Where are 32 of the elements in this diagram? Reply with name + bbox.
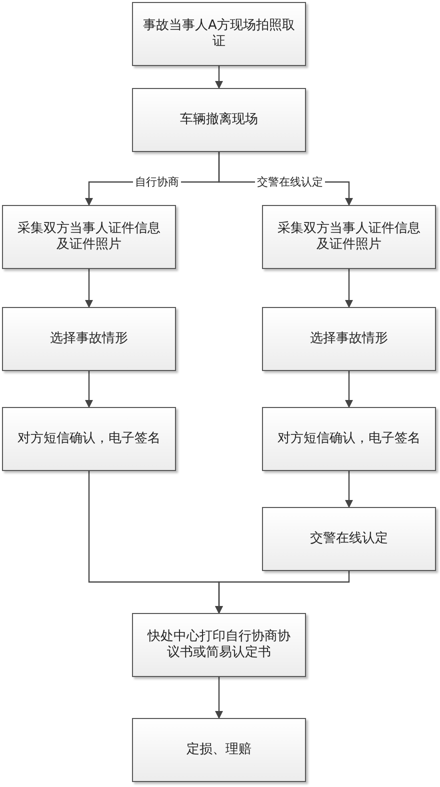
step-text: 快处中心打印自行协商协议书或简易认定书 xyxy=(146,629,292,661)
step-text: 选择事故情形 xyxy=(310,331,388,347)
process-box xyxy=(132,88,306,152)
step-text: 交警在线认定 xyxy=(310,531,388,547)
step-text: 采集双方当事人证件信息及证件照片 xyxy=(16,221,162,253)
edge-label: 交警在线认定 xyxy=(255,176,325,188)
process-box xyxy=(132,2,306,66)
process-box xyxy=(262,205,436,269)
process-box xyxy=(262,507,436,571)
process-box xyxy=(2,307,176,371)
process-box xyxy=(262,307,436,371)
arrow xyxy=(345,371,353,408)
process-box xyxy=(132,718,306,782)
process-box xyxy=(132,613,306,677)
step-text: 事故当事人A方现场拍照取证 xyxy=(143,18,295,50)
arrow xyxy=(345,269,353,308)
step-text: 对方短信确认，电子签名 xyxy=(278,431,420,447)
step-text: 车辆撤离现场 xyxy=(180,112,258,128)
arrow xyxy=(215,677,223,719)
step-text: 选择事故情形 xyxy=(50,331,128,347)
arrow xyxy=(85,269,93,308)
step-text: 采集双方当事人证件信息及证件照片 xyxy=(276,221,422,253)
process-box xyxy=(262,407,436,471)
edge-label: 自行协商 xyxy=(133,176,181,188)
process-box xyxy=(2,205,176,269)
step-text: 对方短信确认，电子签名 xyxy=(18,431,160,447)
arrow xyxy=(215,571,350,614)
arrow xyxy=(345,471,353,508)
arrow xyxy=(215,66,223,89)
arrow xyxy=(85,371,93,408)
process-box xyxy=(2,407,176,471)
step-text: 定损、理赔 xyxy=(186,742,252,758)
